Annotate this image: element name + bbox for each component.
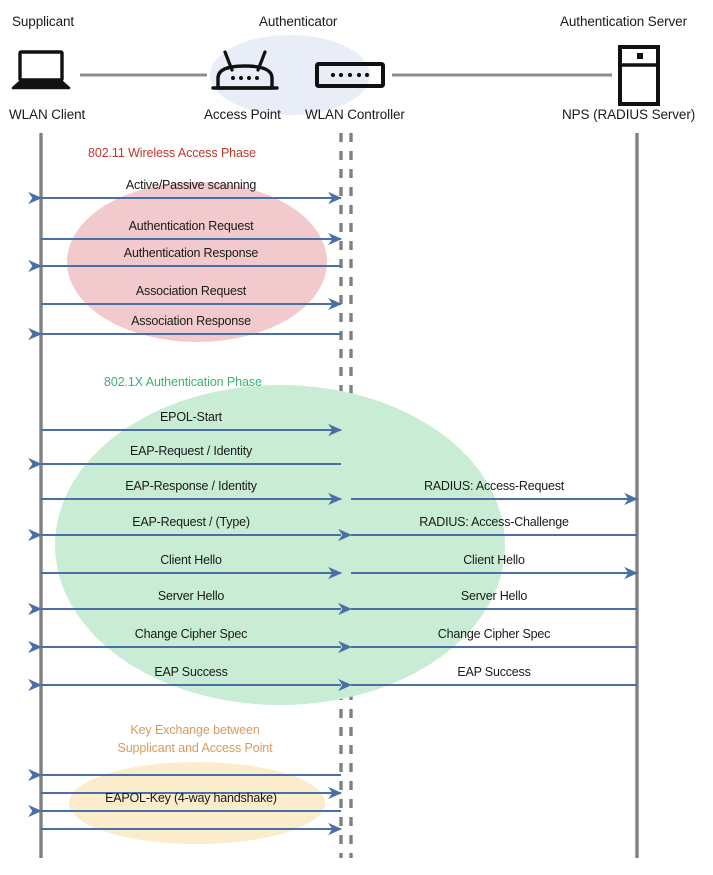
phase-label-key-exchange: Key Exchange between Supplicant and Acce… bbox=[100, 721, 290, 757]
controller-icon bbox=[315, 62, 385, 88]
message-label: Change Cipher Spec bbox=[134, 627, 248, 641]
laptop-icon bbox=[11, 50, 71, 90]
phase-ellipse-dot1x bbox=[55, 385, 505, 705]
actor-device-nps-radius-server: NPS (RADIUS Server) bbox=[562, 107, 696, 122]
actor-role-authenticator: Authenticator bbox=[259, 14, 338, 29]
phase-label-key-exchange-line1: Key Exchange between bbox=[130, 723, 260, 737]
message-label: Authentication Request bbox=[128, 219, 254, 233]
message-label: EAP Success bbox=[154, 665, 228, 679]
message-label: Client Hello bbox=[160, 553, 222, 567]
server-tower-icon bbox=[618, 45, 660, 106]
message-label: Association Request bbox=[135, 284, 247, 298]
phase-label-wireless-access: 802.11 Wireless Access Phase bbox=[88, 146, 256, 160]
wireless-router-icon bbox=[211, 50, 279, 90]
actor-device-wlan-client: WLAN Client bbox=[9, 107, 86, 122]
message-label: Client Hello bbox=[463, 553, 525, 567]
message-label: EAP-Request / (Type) bbox=[132, 515, 250, 529]
phase-label-key-exchange-line2: Supplicant and Access Point bbox=[117, 741, 273, 755]
message-label: Server Hello bbox=[157, 589, 225, 603]
message-label: EAP Success bbox=[457, 665, 531, 679]
message-label: Server Hello bbox=[460, 589, 528, 603]
message-label: EPOL-Start bbox=[160, 410, 222, 424]
actor-role-authentication-server: Authentication Server bbox=[560, 14, 687, 29]
actor-role-supplicant: Supplicant bbox=[12, 14, 75, 29]
message-label: EAP-Response / Identity bbox=[125, 479, 257, 493]
message-label: RADIUS: Access-Request bbox=[423, 479, 565, 493]
phase-label-dot1x-auth: 802.1X Authentication Phase bbox=[104, 375, 262, 389]
message-label: EAP-Request / Identity bbox=[129, 444, 253, 458]
message-label: EAPOL-Key (4-way handshake) bbox=[105, 791, 277, 805]
actor-device-wlan-controller: WLAN Controller bbox=[305, 107, 405, 122]
actor-device-access-point: Access Point bbox=[204, 107, 281, 122]
message-label: Active/Passive scanning bbox=[125, 178, 257, 192]
message-label: Change Cipher Spec bbox=[437, 627, 551, 641]
message-label: Association Response bbox=[131, 314, 251, 328]
message-arrow-layer bbox=[28, 191, 639, 836]
phase-ellipse-wireless bbox=[67, 182, 327, 342]
authenticator-group-ellipse bbox=[210, 35, 370, 115]
message-label: RADIUS: Access-Challenge bbox=[419, 515, 569, 529]
phase-ellipse-keyexchange bbox=[69, 762, 325, 844]
message-label: Authentication Response bbox=[123, 246, 259, 260]
